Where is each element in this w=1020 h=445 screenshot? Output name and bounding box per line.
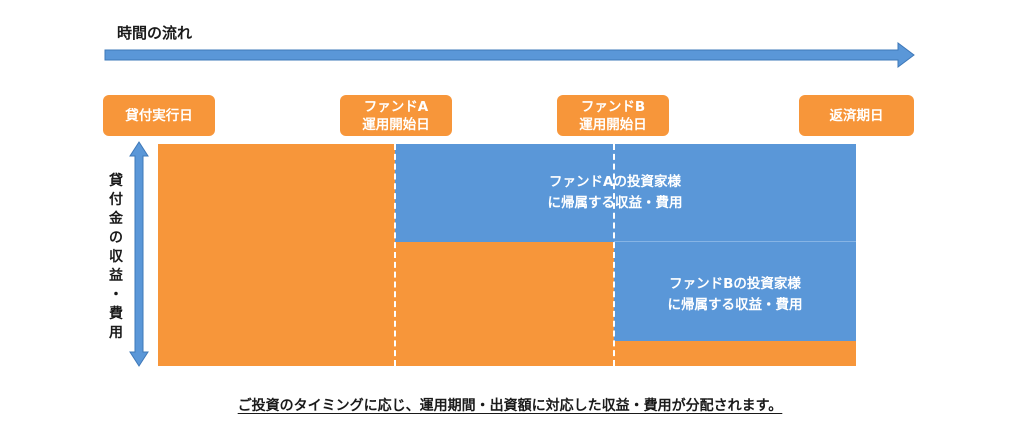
fund-b-start-dashed-line bbox=[613, 144, 615, 366]
milestone-loan-execution-date: 貸付実行日 bbox=[103, 95, 215, 136]
fund-b-region-text: ファンドBの投資家様 に帰属する収益・費用 bbox=[667, 276, 803, 313]
fund-a-region-text: ファンドAの投資家様 に帰属する収益・費用 bbox=[547, 174, 683, 211]
milestone-repayment-date: 返済期日 bbox=[799, 95, 914, 136]
vertical-label-char: 付 bbox=[109, 192, 123, 208]
diagram-caption: ご投資のタイミングに応じ、運用期間・出資額に対応した収益・費用が分配されます。 bbox=[237, 398, 783, 414]
vertical-label-char: 益 bbox=[109, 268, 123, 284]
vertical-double-arrow bbox=[129, 141, 149, 367]
vertical-axis-label: 貸 付 金 の 収 益 ・ 費 用 bbox=[104, 172, 128, 343]
milestone-fund-a-start-date: ファンドA 運用開始日 bbox=[340, 95, 452, 136]
vertical-label-char: 用 bbox=[109, 325, 123, 341]
milestone-fund-b-start-date: ファンドB 運用開始日 bbox=[557, 95, 669, 136]
region-divider bbox=[614, 241, 856, 242]
vertical-label-char: の bbox=[109, 230, 123, 246]
diagram-caption-wrapper: ご投資のタイミングに応じ、運用期間・出資額に対応した収益・費用が分配されます。 bbox=[0, 395, 1020, 415]
fund-a-start-dashed-line bbox=[394, 144, 396, 366]
vertical-label-char: 費 bbox=[109, 306, 123, 322]
time-flow-label: 時間の流れ bbox=[117, 24, 193, 42]
vertical-label-char: 金 bbox=[109, 211, 123, 227]
vertical-label-char: ・ bbox=[109, 287, 123, 303]
fund-a-region bbox=[395, 144, 856, 242]
vertical-label-char: 貸 bbox=[109, 173, 123, 189]
time-flow-arrow bbox=[104, 42, 915, 68]
vertical-label-char: 収 bbox=[109, 249, 123, 265]
fund-b-region bbox=[614, 242, 856, 341]
